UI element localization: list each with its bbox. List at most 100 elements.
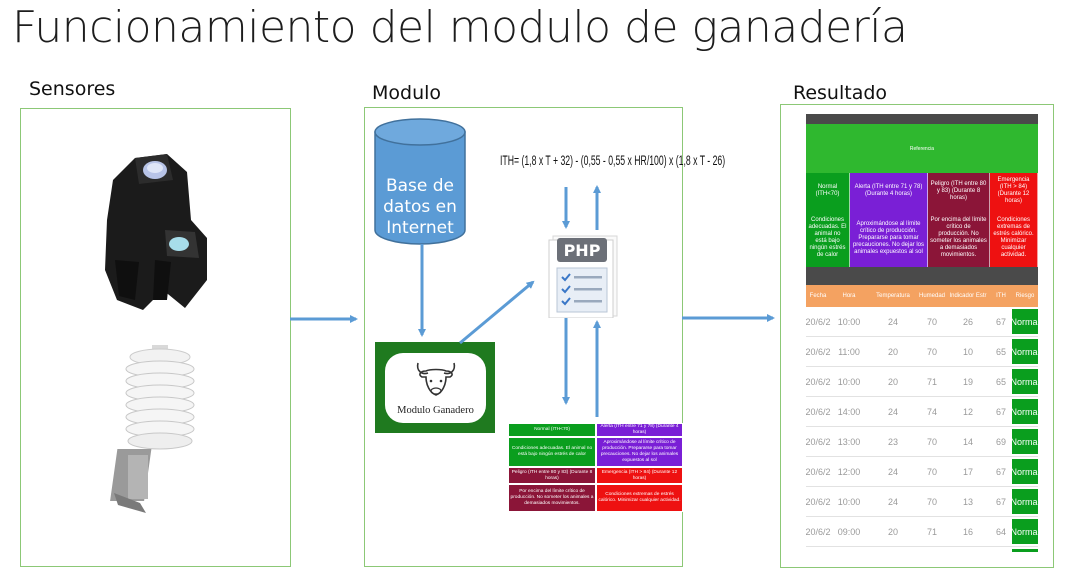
- legend-alerta-header: Alerta (ITH entre 71 y 78) (Durante 4 ho…: [596, 423, 683, 437]
- legend-alerta-body: Aproximándose al límite crítico de produ…: [596, 437, 683, 467]
- table-cell: 70: [926, 466, 937, 477]
- database-cylinder: [374, 118, 466, 245]
- table-cell: 13:00: [837, 436, 861, 447]
- result-legend-peligro-body: Por encima del límite crítico de producc…: [928, 209, 990, 267]
- result-col-riesgo: Riesgo: [1015, 292, 1035, 299]
- table-cell: 67: [995, 466, 1006, 477]
- table-row: 20/6/208:0020701267Normal: [806, 547, 1038, 552]
- table-cell: 67: [990, 547, 1012, 552]
- result-legend-alerta-body: Aproximándose al límite crítico de produ…: [850, 209, 928, 267]
- table-cell: 08:00: [830, 547, 868, 552]
- section-label-resultado: Resultado: [793, 82, 888, 104]
- table-cell: 70: [926, 496, 937, 507]
- table-cell: 20: [887, 526, 898, 537]
- page-title: Funcionamiento del modulo de ganadería: [12, 2, 908, 53]
- table-cell: 70: [918, 547, 946, 552]
- table-row: 20/6/2 12:00 24 70 17 67 Normal: [806, 457, 1038, 487]
- result-col-humedad: Humedad: [919, 292, 946, 299]
- result-screenshot: Referencia Normal (ITH<70) Alerta (ITH e…: [806, 114, 1038, 552]
- legend-emergencia-body: Condiciones extremas de estrés calórico.…: [596, 484, 683, 512]
- table-cell: 26: [962, 316, 973, 327]
- result-table-header: Fecha Hora Temperatura Humedad Indicador…: [806, 285, 1038, 307]
- table-cell: 14:00: [837, 406, 861, 417]
- ith-legend-table: Normal (ITH<70) Alerta (ITH entre 71 y 7…: [508, 423, 683, 512]
- table-cell: 20/6/2: [806, 466, 831, 477]
- table-cell: 10:00: [837, 316, 861, 327]
- database-label: Base de datos en Internet: [383, 176, 457, 238]
- table-cell: 70: [926, 436, 937, 447]
- section-label-modulo: Modulo: [372, 82, 442, 104]
- table-cell: 20/6/2: [806, 376, 831, 387]
- table-cell: 12:00: [837, 466, 861, 477]
- table-cell: 23: [887, 436, 898, 447]
- table-cell: 11:00: [838, 346, 860, 357]
- table-cell: 65: [995, 346, 1006, 357]
- table-cell: 64: [995, 526, 1006, 537]
- legend-normal-header: Normal (ITH<70): [508, 423, 596, 437]
- risk-badge: Normal: [1011, 459, 1038, 484]
- result-col-fecha: Fecha: [809, 292, 827, 299]
- table-cell: 24: [887, 316, 898, 327]
- section-label-sensores: Sensores: [29, 78, 116, 100]
- risk-badge: Normal: [1011, 489, 1038, 514]
- svg-text:PHP: PHP: [564, 241, 601, 260]
- modulo-ganadero-card: Modulo Ganadero: [385, 353, 486, 423]
- table-cell: 24: [887, 466, 898, 477]
- table-cell: 17: [962, 466, 973, 477]
- result-col-temperatura: Temperatura: [876, 292, 910, 299]
- risk-badge: Normal: [1012, 549, 1038, 552]
- result-col-ith: ITH: [996, 292, 1006, 299]
- legend-peligro-body: Por encima del límite crítico de producc…: [508, 484, 596, 512]
- table-cell: 71: [926, 526, 937, 537]
- legend-emergencia-header: Emergencia (ITH > 84) (Durante 12 horas): [596, 467, 683, 484]
- result-legend-emergencia-body: Condiciones extremas de estrés calórico.…: [990, 209, 1038, 267]
- risk-badge: Normal: [1011, 309, 1038, 334]
- rain-sensor-image: [105, 154, 207, 310]
- result-col-indicador: Indicador Estr: [949, 292, 987, 299]
- table-cell: 20/6/2: [806, 346, 831, 357]
- table-cell: 13: [962, 496, 973, 507]
- table-cell: 24: [887, 496, 898, 507]
- risk-badge: Normal: [1011, 399, 1038, 424]
- risk-badge: Normal: [1011, 429, 1038, 454]
- table-cell: 20: [887, 376, 898, 387]
- temperature-humidity-sensor-image: [110, 345, 195, 513]
- result-legend-emergencia-header: Emergencia (ITH > 84) (Durante 12 horas): [990, 173, 1038, 209]
- table-cell: 10:00: [837, 376, 861, 387]
- table-cell: 14: [962, 436, 973, 447]
- result-banner: Referencia: [806, 124, 1038, 173]
- table-cell: 20/6/2: [806, 526, 831, 537]
- result-legend-normal-header: Normal (ITH<70): [806, 173, 850, 209]
- table-cell: 20: [868, 547, 918, 552]
- table-cell: 20/6/2: [806, 547, 830, 552]
- modulo-ganadero-label: Modulo Ganadero: [397, 405, 474, 416]
- result-top-band: [806, 114, 1038, 124]
- table-cell: 74: [926, 406, 937, 417]
- table-cell: 67: [995, 316, 1006, 327]
- table-cell: 09:00: [837, 526, 861, 537]
- legend-peligro-header: Peligro (ITH entre 80 y 83) (Durante 8 h…: [508, 467, 596, 484]
- php-file-icon: PHP: [548, 235, 618, 318]
- table-cell: 24: [887, 406, 898, 417]
- result-legend-header-row: Normal (ITH<70) Alerta (ITH entre 71 y 7…: [806, 173, 1038, 209]
- table-cell: 10: [962, 346, 973, 357]
- table-cell: 69: [995, 436, 1006, 447]
- ith-formula: ITH= (1,8 x T + 32) - (0,55 - 0,55 x HR/…: [500, 152, 726, 168]
- table-cell: 20/6/2: [806, 496, 831, 507]
- result-legend-body-row: Condiciones adecuadas. El animal no está…: [806, 209, 1038, 267]
- table-cell: 70: [926, 346, 937, 357]
- result-legend-normal-body: Condiciones adecuadas. El animal no está…: [806, 209, 850, 267]
- table-cell: 20: [887, 346, 898, 357]
- table-cell: 12: [946, 547, 990, 552]
- table-cell: 65: [995, 376, 1006, 387]
- table-cell: 67: [995, 406, 1006, 417]
- table-cell: 20/6/2: [806, 406, 831, 417]
- result-legend-peligro-header: Peligro (ITH entre 80 y 83) (Durante 8 h…: [928, 173, 990, 209]
